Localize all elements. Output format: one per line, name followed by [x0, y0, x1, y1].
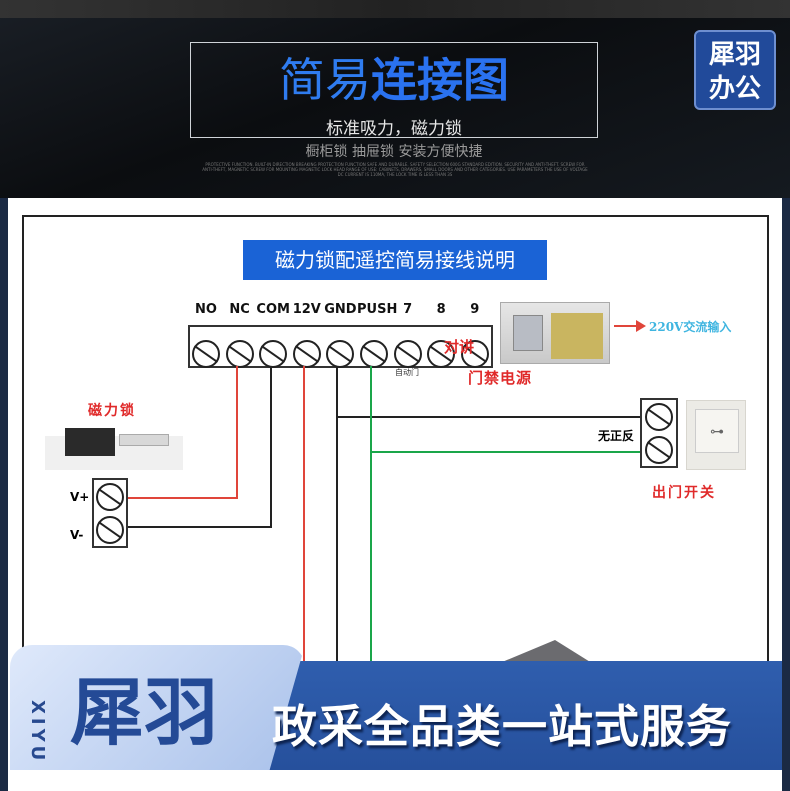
- wire-gnd-h: [336, 416, 642, 418]
- exit-switch-image: ⊶: [686, 400, 746, 470]
- wire-com-h: [128, 526, 272, 528]
- terminal-label: PUSH: [357, 302, 398, 317]
- screw-icon: [427, 340, 456, 368]
- screw-icon: [393, 340, 422, 368]
- wire-12v: [303, 366, 305, 662]
- wire-push: [370, 366, 372, 662]
- title-frame: [190, 42, 598, 138]
- page-title: 简易连接图: [190, 52, 598, 108]
- fine-print: PROTECTIVE FUNCTION. BUILT-IN DIRECTION …: [202, 162, 588, 177]
- ac-input-label: 220V交流输入: [649, 320, 732, 334]
- intercom-label: 对讲: [444, 338, 475, 356]
- screw-icon: [96, 516, 124, 544]
- title-part-b: 连接图: [371, 53, 509, 107]
- screw-icon: [192, 340, 220, 368]
- terminal-label: 12V: [292, 302, 321, 317]
- terminal-label: 9: [470, 302, 480, 317]
- wire-com: [270, 366, 272, 528]
- title-part-a: 简易: [279, 53, 371, 107]
- logo-line1: 犀羽: [708, 40, 761, 70]
- brand-en: XIYU: [27, 700, 48, 765]
- screw-icon: [96, 483, 124, 511]
- header-banner: [0, 0, 790, 198]
- v-plus-label: V+: [70, 490, 90, 504]
- screw-icon: [259, 340, 288, 368]
- screw-icon: [225, 340, 254, 368]
- auto-door-label: 自动门: [395, 368, 419, 377]
- terminal-label: COM: [256, 302, 290, 317]
- terminal-label: NC: [229, 302, 250, 317]
- mag-lock-label: 磁力锁: [88, 403, 136, 419]
- tagline: 橱柜锁 抽屉锁 安装方便快捷: [305, 144, 483, 160]
- wire-gnd: [336, 366, 338, 662]
- screw-icon: [326, 340, 355, 368]
- screw-icon: [645, 403, 673, 431]
- wire-nc-h: [128, 497, 238, 499]
- mag-lock-image: [45, 420, 183, 470]
- key-icon: ⊶: [695, 409, 739, 453]
- screw-icon: [645, 436, 673, 464]
- power-supply-label: 门禁电源: [468, 369, 533, 387]
- no-polarity-label: 无正反: [598, 429, 635, 443]
- terminal-label: 8: [436, 302, 446, 317]
- bottom-banner: [265, 661, 782, 770]
- brand-logo: 犀羽办公: [694, 30, 776, 110]
- diagram-label: 磁力锁配遥控简易接线说明: [243, 240, 547, 280]
- terminal-label: NO: [195, 302, 217, 317]
- brand-name: 犀羽: [70, 670, 218, 756]
- wire-nc: [236, 366, 238, 499]
- brand-badge: [10, 645, 305, 770]
- screw-icon: [460, 340, 489, 368]
- left-border: [0, 198, 8, 791]
- right-border: [782, 198, 790, 791]
- subtitle: 标准吸力，磁力锁: [326, 119, 462, 139]
- terminal-label: 7: [403, 302, 413, 317]
- power-supply-image: [500, 302, 610, 364]
- arrow-icon: [614, 325, 638, 327]
- terminal-label: GND: [324, 302, 357, 317]
- logo-line2: 办公: [708, 74, 761, 104]
- screw-icon: [292, 340, 321, 368]
- exit-switch-label: 出门开关: [652, 485, 716, 501]
- arrow-head-icon: [636, 320, 646, 332]
- slogan: 政采全品类一站式服务: [272, 700, 733, 753]
- device-shape: [495, 640, 595, 665]
- v-minus-label: V-: [70, 528, 84, 542]
- wire-push-h: [370, 451, 642, 453]
- screw-icon: [360, 340, 388, 368]
